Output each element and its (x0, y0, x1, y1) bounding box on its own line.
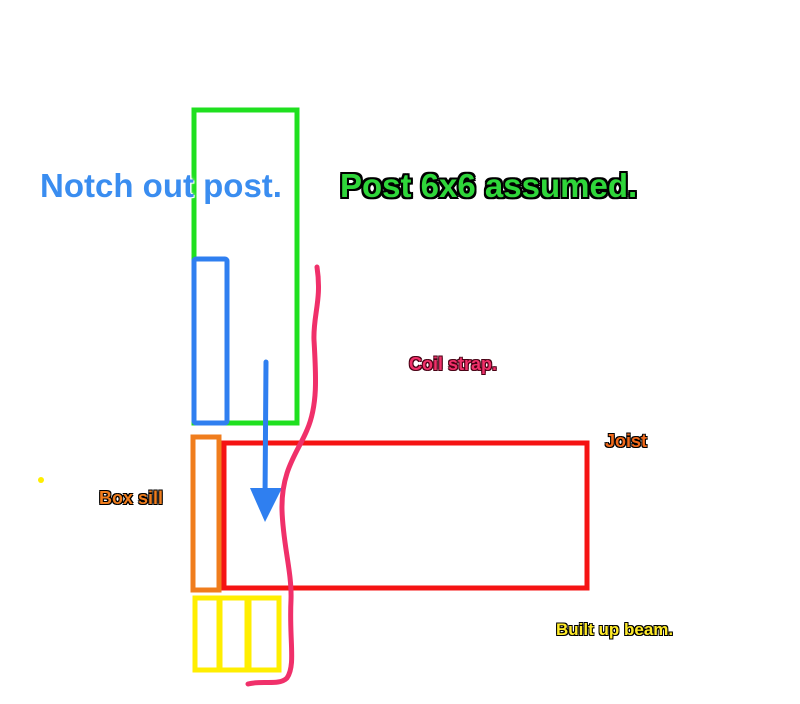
notch-outline (191, 256, 230, 426)
joist-label: Joist (605, 431, 648, 451)
joist-outline (221, 440, 590, 591)
built-up-beam-label: Built up beam. (556, 620, 674, 639)
post-outline (191, 107, 300, 426)
arrow-shaft (262, 359, 269, 503)
coil-strap-label: Coil strap. (409, 354, 498, 374)
coil-strap-line (245, 264, 322, 687)
beam-ply-3 (246, 595, 282, 673)
box-sill-label: Box sill (99, 488, 164, 508)
stray-dot (38, 477, 44, 483)
arrow-head (250, 488, 282, 522)
beam-ply-1 (192, 595, 222, 673)
notch-out-post-label: Notch out post. (40, 167, 282, 204)
post-assumed-label: Post 6x6 assumed. (340, 167, 638, 204)
beam-ply-2 (217, 595, 250, 673)
box-sill-outline (190, 434, 222, 593)
